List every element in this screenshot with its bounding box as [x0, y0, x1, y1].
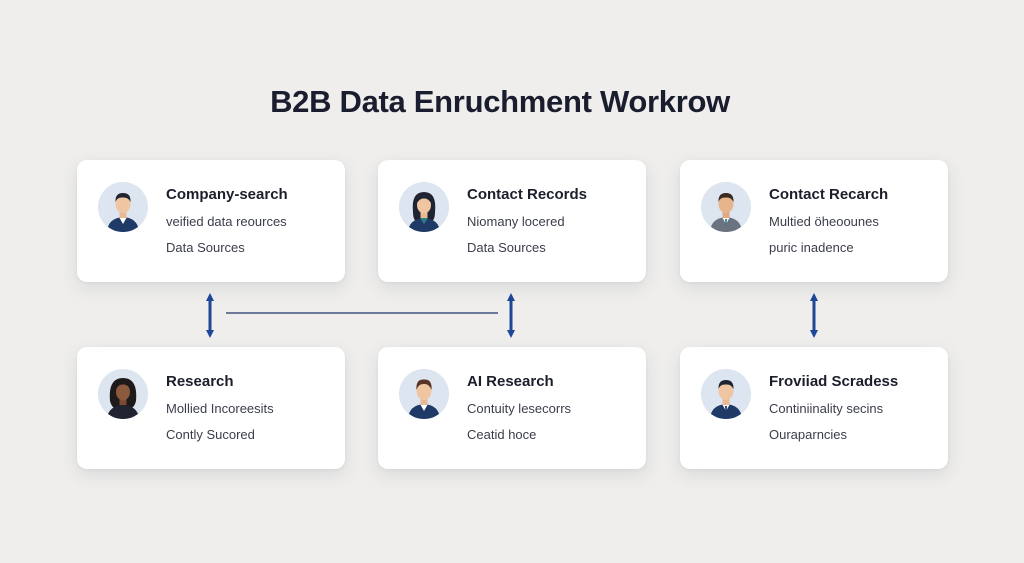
card-ai-research[interactable]: AI Research Contuity lesecorrs Ceatid ho… [378, 347, 646, 469]
card-title: Research [166, 373, 234, 390]
card-title: Froviiad Scradess [769, 373, 899, 390]
card-contact-records[interactable]: Contact Records Niomany locered Data Sou… [378, 160, 646, 282]
card-title: Contact Records [467, 186, 588, 203]
card-subtitle: Contuity lesecorrs [467, 401, 572, 416]
man-avatar-icon [399, 369, 449, 419]
card-title: AI Research [467, 373, 554, 390]
card-detail: Ceatid hoce [467, 427, 537, 442]
woman-avatar-icon [98, 369, 148, 419]
card-title: Company-search [166, 186, 288, 203]
woman-avatar-icon [399, 182, 449, 232]
card-contact-recarch[interactable]: Contact Recarch Multied öheoounes puric … [680, 160, 948, 282]
card-detail: Data Sources [467, 240, 546, 255]
card-subtitle: Mollied Incoreesits [166, 401, 274, 416]
card-research[interactable]: Research Mollied Incoreesits Contly Suco… [77, 347, 345, 469]
card-subtitle: Multied öheoounes [769, 214, 879, 229]
card-detail: puric inadence [769, 240, 854, 255]
man-avatar-icon [701, 369, 751, 419]
card-subtitle: Niomany locered [467, 214, 565, 229]
card-detail: Data Sources [166, 240, 245, 255]
card-detail: Contly Sucored [166, 427, 255, 442]
card-froviiad-scradess[interactable]: Froviiad Scradess Continiinality secins … [680, 347, 948, 469]
card-company-search[interactable]: Company-search veified data reources Dat… [77, 160, 345, 282]
card-title: Contact Recarch [769, 186, 889, 203]
card-detail: Ouraparncies [769, 427, 848, 442]
man-avatar-icon [98, 182, 148, 232]
diagram-title: B2B Data Enruchment Workrow [270, 84, 730, 119]
card-subtitle: Continiinality secins [769, 401, 884, 416]
card-subtitle: veified data reources [166, 214, 287, 229]
man-avatar-icon [701, 182, 751, 232]
